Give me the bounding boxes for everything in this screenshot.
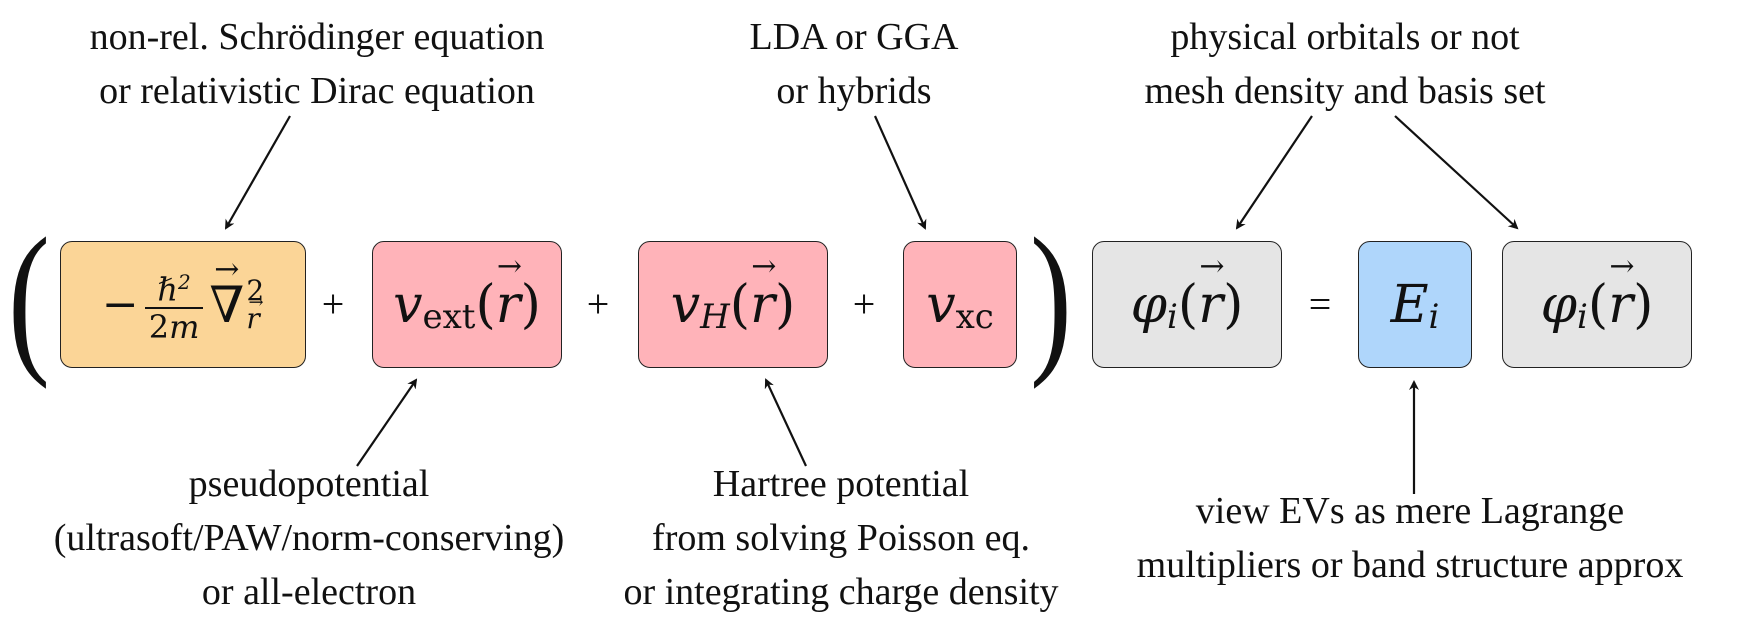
phi-left-rparen: ) <box>1223 274 1244 335</box>
vext-r: r <box>496 275 521 335</box>
annotation-hartree-line1: Hartree potential <box>712 463 970 505</box>
equals-sign: = <box>1308 281 1332 327</box>
arrow-kinetic <box>225 115 291 230</box>
orbital-term-left: φi(r) <box>1092 241 1282 368</box>
arrow-vext <box>356 378 418 467</box>
arrow-hartree <box>764 378 807 467</box>
right-parenthesis: ) <box>1030 204 1072 390</box>
annotation-orbitals: physical orbitals or not mesh density an… <box>1144 10 1545 118</box>
kinetic-numerator: ℏ2 <box>153 264 194 308</box>
vext-rparen: ) <box>520 274 541 335</box>
phi-right-lparen: ( <box>1587 274 1609 335</box>
plus-2: + <box>586 281 610 327</box>
kinetic-minus: − <box>101 279 139 330</box>
plus-3: + <box>852 281 876 327</box>
annotation-orbitals-line2: mesh density and basis set <box>1144 70 1546 112</box>
annotation-vext: pseudopotential (ultrasoft/PAW/norm-cons… <box>54 457 565 619</box>
hbar: ℏ <box>157 270 178 309</box>
annotation-eigen-line1: view EVs as mere Lagrange <box>1195 490 1625 532</box>
annotation-kinetic-line1: non-rel. Schrödinger equation <box>89 16 545 58</box>
phi-left: φ <box>1130 274 1168 335</box>
hartree-potential-term: vH(r) <box>638 241 828 368</box>
nabla-operator: ∇ <box>209 276 244 334</box>
plus-1: + <box>321 281 345 327</box>
arrow-orbital-right <box>1394 115 1519 230</box>
phi-left-r: r <box>1198 275 1223 335</box>
denominator-two: 2 <box>148 308 170 347</box>
vxc-subscript: xc <box>955 296 994 337</box>
annotation-kinetic-line2: or relativistic Dirac equation <box>99 70 535 112</box>
hbar-square: 2 <box>177 269 191 294</box>
vext-lparen: ( <box>475 274 496 335</box>
phi-right: φ <box>1540 274 1578 335</box>
vext-v: v <box>393 274 423 335</box>
eigenvalue-index: i <box>1428 296 1440 337</box>
vh-lparen: ( <box>729 274 751 335</box>
kinetic-denominator: 2m <box>144 307 204 347</box>
vext-subscript: ext <box>422 296 476 337</box>
annotation-eigen-line2: multipliers or band structure approx <box>1136 544 1684 586</box>
annotation-eigen: view EVs as mere Lagrange multipliers or… <box>1137 484 1684 592</box>
annotation-xc-line1: LDA or GGA <box>749 16 959 58</box>
annotation-xc: LDA or GGA or hybrids <box>750 10 959 118</box>
nabla-indices: 2 r <box>246 276 264 333</box>
annotation-vext-line1: pseudopotential <box>188 463 430 505</box>
vh-rparen: ) <box>774 274 796 335</box>
phi-left-lparen: ( <box>1177 274 1199 335</box>
phi-right-r: r <box>1608 275 1633 335</box>
annotation-hartree: Hartree potential from solving Poisson e… <box>623 457 1058 619</box>
annotation-vext-line2: (ultrasoft/PAW/norm-conserving) <box>53 517 565 559</box>
phi-right-rparen: ) <box>1633 274 1654 335</box>
mass-symbol: m <box>169 308 200 347</box>
vh-subscript: H <box>700 296 730 337</box>
annotation-hartree-line2: from solving Poisson eq. <box>652 517 1030 559</box>
nabla-r-sub: r <box>246 304 264 333</box>
annotation-kinetic: non-rel. Schrödinger equation or relativ… <box>90 10 545 118</box>
kinetic-energy-term: − ℏ2 2m ∇ 2 r <box>60 241 306 368</box>
vh-v: v <box>670 274 701 335</box>
annotation-xc-line2: or hybrids <box>776 70 932 112</box>
vxc-v: v <box>926 274 956 335</box>
left-parenthesis: ( <box>8 204 50 390</box>
kinetic-fraction: ℏ2 2m <box>144 264 204 347</box>
eigenvalue-E: E <box>1390 274 1429 335</box>
vh-r: r <box>750 275 775 335</box>
arrow-xc <box>873 115 927 230</box>
annotation-orbitals-line1: physical orbitals or not <box>1170 16 1520 58</box>
annotation-hartree-line3: or integrating charge density <box>623 571 1059 613</box>
phi-right-index: i <box>1577 296 1588 337</box>
phi-left-index: i <box>1167 296 1178 337</box>
orbital-term-right: φi(r) <box>1502 241 1692 368</box>
annotation-vext-line3: or all-electron <box>201 571 417 613</box>
arrow-orbital-left <box>1235 115 1313 230</box>
